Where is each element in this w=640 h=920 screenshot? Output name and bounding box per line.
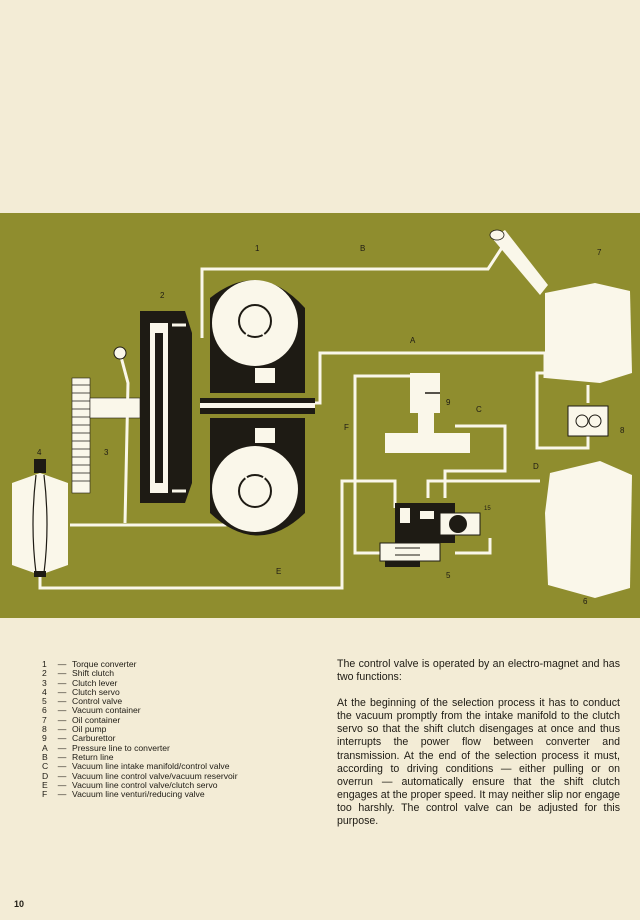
label-d: D <box>533 462 539 471</box>
legend-row: 7 — Oil container <box>42 714 302 725</box>
legend-dash: — <box>57 668 67 679</box>
label-8: 8 <box>620 426 625 435</box>
body-text: The control valve is operated by an elec… <box>337 658 620 841</box>
control-valve <box>379 503 481 567</box>
legend-text: Clutch lever <box>72 677 118 688</box>
label-15: 15 <box>484 506 491 512</box>
label-c: C <box>476 405 482 414</box>
legend-dash: — <box>57 751 67 762</box>
legend-row: A — Pressure line to converter <box>42 742 302 753</box>
legend-text: Oil container <box>72 714 121 725</box>
label-6: 6 <box>583 597 588 606</box>
clutch-lever <box>113 346 130 524</box>
vacuum-line-e <box>38 479 492 590</box>
shift-clutch <box>140 311 192 503</box>
body-paragraph-2: At the beginning of the selection proces… <box>337 697 620 828</box>
legend-dash: — <box>57 714 67 725</box>
oil-filler-neck <box>492 230 548 295</box>
clutch-servo <box>12 459 68 577</box>
diagram-panel: 1 2 3 4 5 6 7 8 9 A B C D E F 15 <box>0 213 640 618</box>
legend-key: D <box>42 770 49 781</box>
legend-text: Oil pump <box>72 724 107 735</box>
flywheel <box>71 377 141 494</box>
legend-text: Shift clutch <box>72 668 115 679</box>
legend-key: 8 <box>42 724 47 735</box>
servo-line <box>70 503 227 527</box>
legend-row: 5 — Control valve <box>42 696 302 707</box>
vacuum-container <box>545 461 632 598</box>
legend-text: Control valve <box>72 696 123 707</box>
legend: 1 — Torque converter 2 — Shift clutch 3 — Clut… <box>42 659 302 800</box>
legend-row: F — Vacuum line venturi/reducing valve <box>42 789 302 800</box>
legend-dash: — <box>57 789 67 800</box>
legend-dash: — <box>57 770 67 781</box>
legend-key: 6 <box>42 705 47 716</box>
legend-key: 2 <box>42 668 47 679</box>
legend-text: Pressure line to converter <box>72 742 170 753</box>
label-7: 7 <box>597 248 602 257</box>
legend-row: 2 — Shift clutch <box>42 668 302 679</box>
legend-text: Vacuum container <box>72 705 141 716</box>
legend-row: 3 — Clutch lever <box>42 677 302 688</box>
legend-text: Carburettor <box>72 733 116 744</box>
legend-key: F <box>42 789 48 800</box>
legend-dash: — <box>57 696 67 707</box>
legend-key: A <box>42 742 48 753</box>
legend-row: B — Return line <box>42 751 302 762</box>
oil-container <box>545 283 632 383</box>
legend-text: Clutch servo <box>72 686 120 697</box>
legend-row: E — Vacuum line control valve/clutch servo <box>42 779 302 790</box>
legend-row: 8 — Oil pump <box>42 724 302 735</box>
legend-text: Vacuum line venturi/reducing valve <box>72 789 205 800</box>
pump-return-line <box>535 371 590 450</box>
legend-dash: — <box>57 724 67 735</box>
label-3: 3 <box>104 448 109 457</box>
legend-row: 9 — Carburettor <box>42 733 302 744</box>
legend-text: Vacuum line intake manifold/control valv… <box>72 761 230 772</box>
legend-row: 4 — Clutch servo <box>42 686 302 697</box>
legend-dash: — <box>57 761 67 772</box>
legend-key: 4 <box>42 686 47 697</box>
label-4: 4 <box>37 448 42 457</box>
legend-key: B <box>42 751 48 762</box>
legend-row: 1 — Torque converter <box>42 659 302 669</box>
return-line-b <box>200 245 505 338</box>
label-f: F <box>344 423 349 432</box>
legend-dash: — <box>57 779 67 790</box>
legend-dash: — <box>57 705 67 716</box>
legend-key: 1 <box>42 659 47 669</box>
legend-key: C <box>42 761 49 772</box>
label-9: 9 <box>446 398 451 407</box>
transmission-diagram: 1 2 3 4 5 6 7 8 9 A B C D E F 15 <box>12 229 632 606</box>
legend-dash: — <box>57 742 67 753</box>
legend-text: Vacuum line control valve/clutch servo <box>72 779 218 790</box>
label-e: E <box>276 567 281 576</box>
legend-dash: — <box>57 677 67 688</box>
legend-text: Vacuum line control valve/vacuum reservo… <box>72 770 238 781</box>
legend-dash: — <box>57 686 67 697</box>
page-number: 10 <box>14 899 25 909</box>
label-2: 2 <box>160 291 165 300</box>
legend-dash: — <box>57 659 67 669</box>
label-b: B <box>360 244 365 253</box>
label-1: 1 <box>255 244 260 253</box>
legend-key: E <box>42 779 48 790</box>
body-paragraph-1: The control valve is operated by an elec… <box>337 658 620 684</box>
legend-text: Return line <box>72 751 114 762</box>
label-5: 5 <box>446 571 451 580</box>
label-a: A <box>410 336 416 345</box>
torque-converter <box>200 280 315 536</box>
legend-key: 5 <box>42 696 47 707</box>
legend-row: C — Vacuum line intake manifold/control va… <box>42 761 302 772</box>
vacuum-line-d <box>426 479 540 498</box>
legend-key: 7 <box>42 714 47 725</box>
legend-text: Torque converter <box>72 659 137 669</box>
legend-row: D — Vacuum line control valve/vacuum reser… <box>42 770 302 781</box>
legend-dash: — <box>57 733 67 744</box>
legend-row: 6 — Vacuum container <box>42 705 302 716</box>
legend-key: 9 <box>42 733 47 744</box>
legend-key: 3 <box>42 677 47 688</box>
